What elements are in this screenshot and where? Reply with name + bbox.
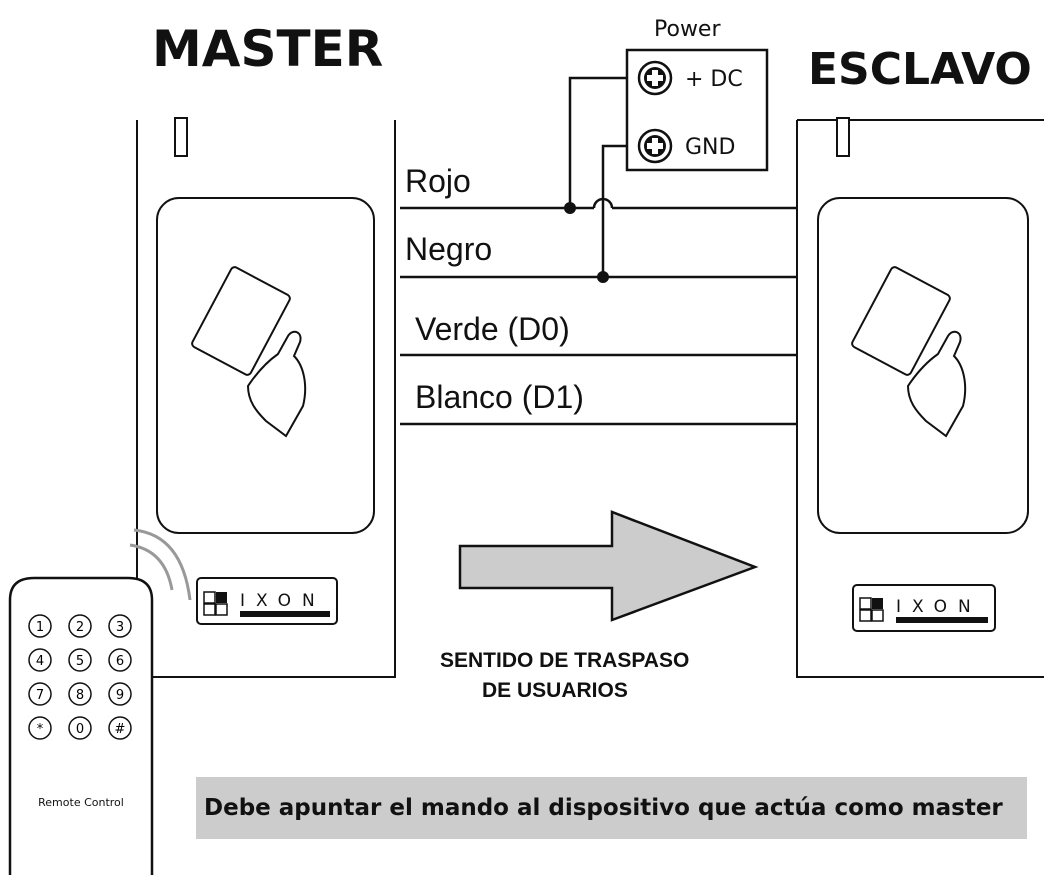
master-title: MASTER [152,20,383,78]
remote-label: Remote Control [38,796,124,809]
remote-key-2: 2 [68,614,92,638]
remote-key-hash: # [108,716,132,740]
svg-text:#: # [115,722,126,737]
junction-dot-red [564,202,576,214]
power-dc-lead [568,76,646,208]
power-label: Power [654,17,721,42]
remote-key-5: 5 [68,648,92,672]
dc-label: + DC [685,67,743,92]
instruction-note: Debe apuntar el mando al dispositivo que… [196,777,1027,839]
slave-title: ESCLAVO [808,44,1032,95]
remote-key-7: 7 [28,682,52,706]
slave-device: IXON [796,117,1044,678]
slave-brand-logo: IXON [852,584,996,632]
master-brand-logo: IXON [196,577,338,625]
svg-text:0: 0 [76,722,84,737]
svg-text:5: 5 [76,654,84,669]
svg-text:2: 2 [76,620,84,635]
master-card-hand-icon [191,266,307,438]
svg-text:6: 6 [116,654,124,669]
wire-green-label: Verde (D0) [415,311,570,347]
junction-dot-black [597,271,609,283]
instruction-note-text: Debe apuntar el mando al dispositivo que… [204,795,1003,821]
wire-white-label: Blanco (D1) [415,379,584,415]
remote-key-0: 0 [68,716,92,740]
svg-text:7: 7 [36,688,44,703]
remote-key-8: 8 [68,682,92,706]
remote-key-6: 6 [108,648,132,672]
slave-brand-text: IXON [896,597,982,617]
signal-waves-icon [129,528,192,601]
remote-key-4: 4 [28,648,52,672]
slave-reader-pad [817,197,1029,534]
power-terminal-block: Power + DC GND [625,17,769,172]
remote-key-1: 1 [28,614,52,638]
svg-text:3: 3 [116,620,124,635]
gnd-terminal-icon [637,128,673,164]
transfer-direction-arrow [458,510,759,622]
svg-text:8: 8 [76,688,84,703]
master-reader-pad [156,197,375,534]
svg-text:*: * [37,722,44,737]
remote-key-3: 3 [108,614,132,638]
remote-key-9: 9 [108,682,132,706]
svg-text:1: 1 [36,620,44,635]
gnd-label: GND [685,135,735,160]
svg-text:4: 4 [36,654,44,669]
remote-key-star: * [28,716,52,740]
master-device: IXON [136,117,396,678]
wire-red-label: Rojo [405,163,471,199]
wire-black-label: Negro [405,231,492,267]
remote-control: 1 2 3 4 5 6 7 8 9 * 0 # Remote Control [8,576,154,875]
remote-keypad: 1 2 3 4 5 6 7 8 9 * 0 # [28,614,132,740]
dc-terminal-icon [637,60,673,96]
slave-card-hand-icon [851,266,967,438]
direction-caption-line2: DE USUARIOS [482,679,628,702]
svg-text:9: 9 [116,688,124,703]
direction-caption-line1: SENTIDO DE TRASPASO [440,649,689,672]
master-brand-text: IXON [240,591,326,611]
